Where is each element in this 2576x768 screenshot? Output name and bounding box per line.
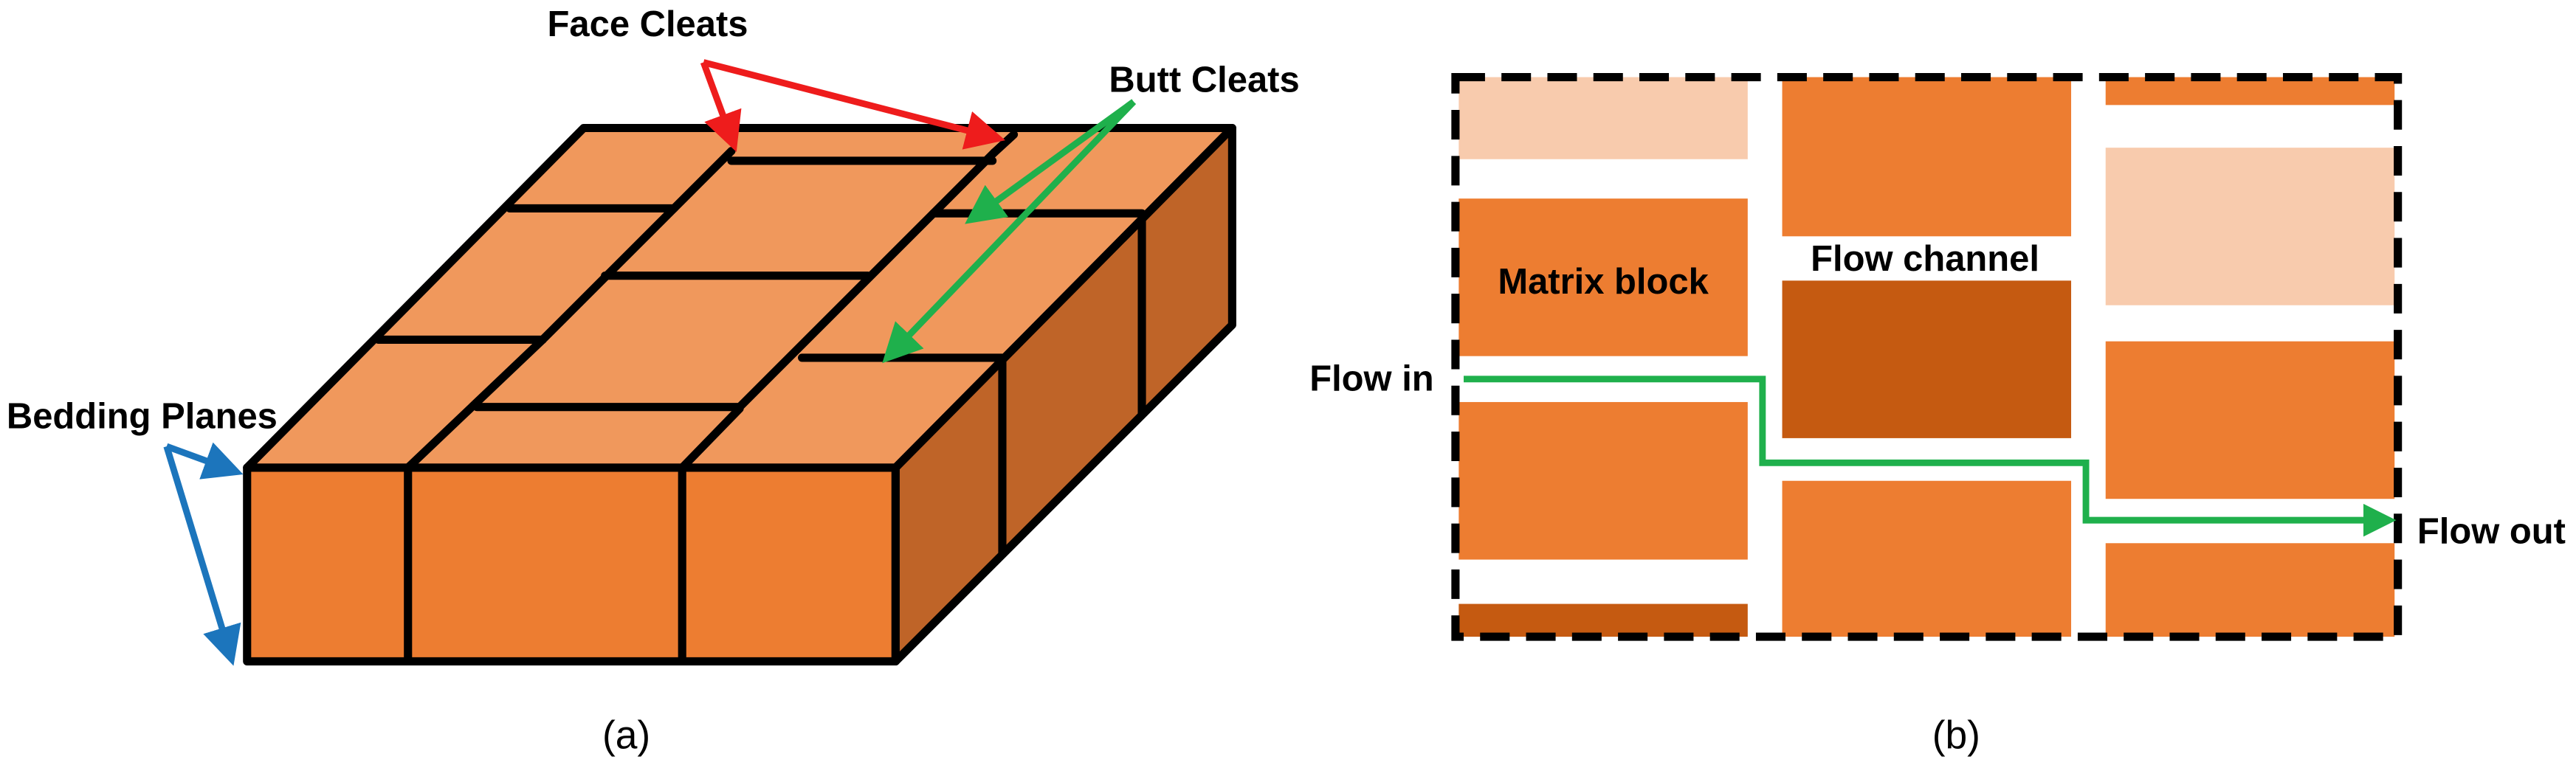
matrix-block [1459, 198, 1748, 356]
flow-channel-label: Flow channel [1811, 239, 2039, 279]
matrix-block-dark [1782, 280, 2072, 438]
bedding-planes-arrows [163, 442, 244, 666]
caption-a: (a) [602, 713, 650, 757]
caption-b: (b) [1932, 713, 1980, 757]
front-face-cleat-lines [404, 467, 686, 662]
flow-in-label: Flow in [1309, 359, 1433, 398]
butt-cleats-arrows [882, 99, 1137, 364]
panel-a-3d-coal-block: Face Cleats Butt Cleats Bedding Planes (… [7, 4, 1300, 757]
flow-path [1464, 376, 2397, 537]
panel-b-flow-channel-schematic: Matrix block Flow channel Flow in Flow o… [1309, 72, 2566, 757]
matrix-block-dark [1459, 603, 1748, 637]
domain-boundary [1451, 72, 2403, 641]
matrix-block-label: Matrix block [1498, 262, 1709, 302]
matrix-block-light [2105, 148, 2395, 305]
matrix-block [1782, 480, 2072, 637]
flow-out-label: Flow out [2417, 511, 2566, 551]
side-face-cleat-lines [998, 213, 1146, 553]
block-side-face [891, 123, 1236, 665]
bedding-planes-label: Bedding Planes [7, 397, 278, 437]
matrix-block [2105, 341, 2395, 499]
matrix-block [1459, 401, 1748, 560]
matrix-block [2105, 543, 2395, 637]
face-cleats-label: Face Cleats [548, 4, 748, 44]
matrix-block-light [1459, 77, 1748, 159]
face-cleats-arrows [700, 59, 1005, 153]
butt-cleats-label: Butt Cleats [1109, 60, 1299, 100]
matrix-block [2105, 77, 2395, 105]
block-front-face [243, 463, 900, 665]
matrix-block [1782, 77, 2072, 237]
